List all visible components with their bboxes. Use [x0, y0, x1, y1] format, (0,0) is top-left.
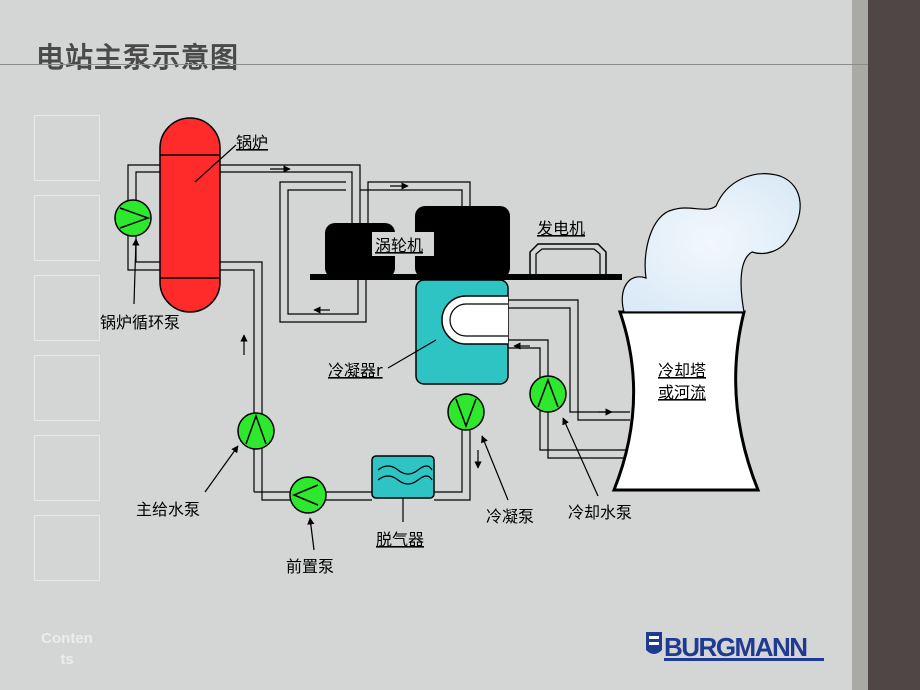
brand-logo-text: BURGMANN	[664, 632, 807, 662]
nav-thumbnail-4[interactable]	[34, 355, 100, 421]
cooling-tower-label-line2: 或河流	[658, 383, 706, 402]
condensate-pump-label: 冷凝泵	[486, 507, 534, 526]
nav-thumbnail-2[interactable]	[34, 195, 100, 261]
turbine-label: 涡轮机	[375, 236, 423, 255]
nav-thumbnail-5[interactable]	[34, 435, 100, 501]
generator	[529, 243, 607, 276]
nav-thumbnail-6[interactable]	[34, 515, 100, 581]
page-title: 电站主泵示意图	[36, 41, 240, 74]
brand-logo: BURGMANN	[646, 632, 824, 662]
boiler-label: 锅炉	[236, 133, 268, 152]
cooling-water-pump-label: 冷却水泵	[568, 503, 632, 522]
nav-thumbnail-3[interactable]	[34, 275, 100, 341]
condensate-pump	[447, 393, 509, 501]
feed-pump	[204, 412, 275, 493]
cooling-tower-label-line1: 冷却塔	[658, 361, 706, 380]
generator-label: 发电机	[537, 219, 585, 238]
boiler-circ-pump-label: 锅炉循环泵	[100, 313, 180, 332]
burgmann-crest-icon	[646, 632, 662, 654]
right-dark-bar	[868, 0, 920, 690]
condenser	[387, 279, 509, 385]
boiler-circulation-pump	[114, 199, 152, 305]
contents-label-line1: Conten	[41, 630, 93, 647]
pipes	[127, 164, 630, 501]
flow-arrows	[240, 165, 613, 469]
nav-thumbnail-1[interactable]	[34, 115, 100, 181]
booster-pump-label: 前置泵	[286, 557, 334, 576]
turbine	[310, 206, 622, 280]
cooling-tower	[611, 173, 801, 492]
cooling-water-pump	[529, 375, 599, 497]
contents-label-line2: ts	[60, 651, 74, 668]
condenser-label: 冷凝器r	[328, 361, 383, 380]
right-accent-bar	[852, 0, 868, 690]
contents-button[interactable]: Conten ts	[34, 628, 100, 670]
deaerator-label: 脱气器	[376, 530, 424, 549]
feed-pump-label: 主给水泵	[136, 500, 200, 519]
deaerator	[371, 455, 435, 522]
title-divider	[0, 64, 868, 65]
boiler	[159, 117, 237, 313]
booster-pump	[289, 476, 327, 551]
turbine-label-bg	[372, 232, 434, 256]
